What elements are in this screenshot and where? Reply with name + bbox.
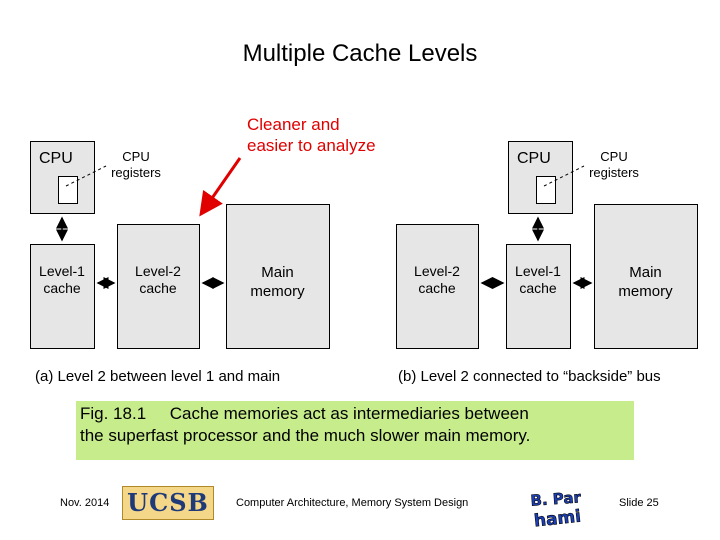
slide-number: Slide 25 (619, 497, 659, 509)
footer-date: Nov. 2014 (60, 497, 110, 509)
a-main-label: Main memory (227, 263, 328, 301)
a-main-memory: Main memory (226, 204, 330, 349)
b-level2-line-1: Level-2 (414, 263, 460, 279)
ucsb-logo: UCSB (122, 486, 214, 520)
a-registers-line-1: CPU (122, 149, 150, 164)
b-registers-line-1: CPU (600, 149, 628, 164)
a-main-line-2: memory (250, 283, 305, 300)
b-main-line-1: Main (629, 264, 662, 281)
annotation-line-2: easier to analyze (247, 136, 376, 155)
a-level1-line-2: cache (43, 280, 81, 296)
annotation-arrow (199, 157, 242, 217)
a-level2-line-1: Level-2 (135, 263, 181, 279)
a-level2-line-2: cache (139, 280, 177, 296)
b-main-label: Main memory (595, 263, 696, 301)
b-main-line-2: memory (618, 283, 673, 300)
annotation-line-1: Cleaner and (247, 115, 340, 134)
b-level1-label: Level-1 cache (507, 263, 569, 297)
b-level1-cache: Level-1 cache (506, 244, 571, 349)
b-cpu-box: CPU (508, 141, 573, 214)
a-level1-cache: Level-1 cache (30, 244, 95, 349)
b-level1-line-2: cache (519, 280, 557, 296)
b-registers-line-2: registers (589, 165, 639, 180)
annotation-note: Cleaner and easier to analyze (247, 114, 376, 156)
a-level2-cache: Level-2 cache (117, 224, 200, 349)
b-level2-cache: Level-2 cache (396, 224, 479, 349)
svg-text:hami: hami (533, 507, 582, 532)
b-caption: (b) Level 2 connected to “backside” bus (398, 368, 661, 385)
b-cpu-label: CPU (517, 150, 551, 167)
a-registers-label: CPU registers (106, 149, 166, 181)
slide-title: Multiple Cache Levels (242, 40, 478, 67)
b-registers-label: CPU registers (584, 149, 644, 181)
a-cpu-label: CPU (39, 150, 73, 167)
figure-caption-line-2: the superfast processor and the much slo… (80, 426, 531, 445)
b-register-pointer (543, 165, 585, 187)
b-level1-line-1: Level-1 (515, 263, 561, 279)
svg-text:B. Par: B. Par (530, 488, 582, 510)
b-main-memory: Main memory (594, 204, 698, 349)
a-level1-line-1: Level-1 (39, 263, 85, 279)
a-main-line-1: Main (261, 264, 294, 281)
a-level2-label: Level-2 cache (118, 263, 198, 297)
footer-course: Computer Architecture, Memory System Des… (236, 497, 469, 509)
figure-caption-line-1: Fig. 18.1 Cache memories act as intermed… (80, 404, 529, 423)
a-register-pointer (65, 165, 107, 187)
signature-logo: B. Par hami (530, 488, 583, 532)
figure-caption-box: Fig. 18.1 Cache memories act as intermed… (76, 401, 634, 460)
a-cpu-box: CPU (30, 141, 95, 214)
a-registers-line-2: registers (111, 165, 161, 180)
b-level2-label: Level-2 cache (397, 263, 477, 297)
a-caption: (a) Level 2 between level 1 and main (35, 368, 281, 385)
b-level2-line-2: cache (418, 280, 456, 296)
a-level1-label: Level-1 cache (31, 263, 93, 297)
